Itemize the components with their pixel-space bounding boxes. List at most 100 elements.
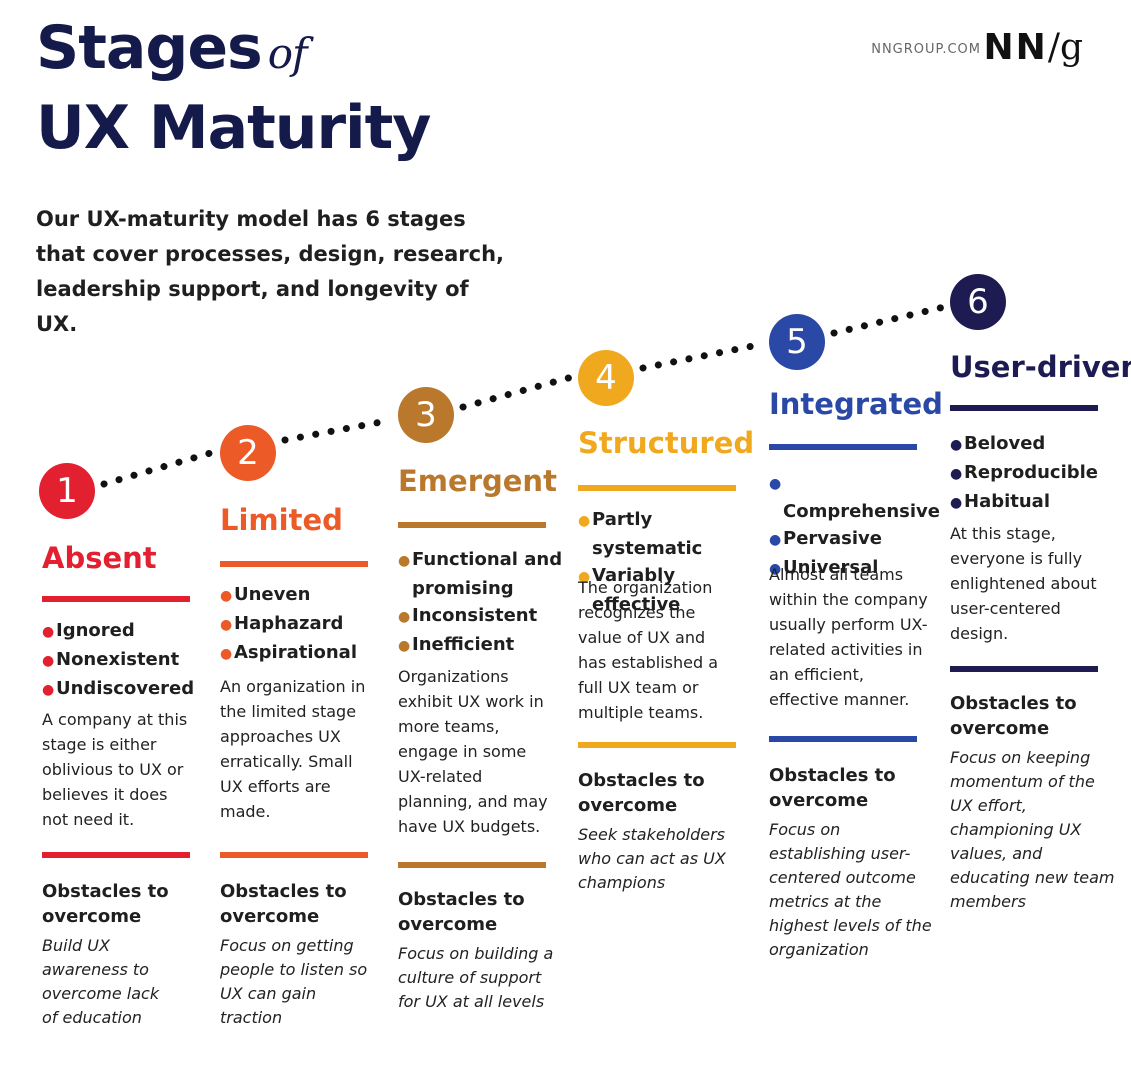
stage-attribute: ●Partly systematic xyxy=(578,506,753,562)
stage-attribute: ●Inconsistent xyxy=(398,602,568,631)
stage-attribute-label: Habitual xyxy=(964,491,1051,512)
bullet-icon: ● xyxy=(42,682,55,698)
logo-g: g xyxy=(1059,27,1083,68)
obstacles-title: Obstacles to overcome xyxy=(578,770,705,816)
stage-attribute-label: Universal xyxy=(783,557,879,578)
stage-attribute: ●Functional and promising xyxy=(398,546,568,602)
stage-number-badge: 2 xyxy=(220,425,276,481)
bullet-icon: ● xyxy=(398,609,411,625)
stage-attribute: ●Haphazard xyxy=(220,610,390,639)
stage-attributes: ●Functional and promising●Inconsistent●I… xyxy=(398,546,568,660)
stage-description: A company at this stage is either oblivi… xyxy=(42,710,188,829)
nng-logo: NN/g xyxy=(984,30,1083,66)
connector-1-2 xyxy=(100,448,218,488)
bullet-icon: ● xyxy=(578,513,591,529)
intro-text: Our UX-maturity model has 6 stages that … xyxy=(36,207,505,336)
divider xyxy=(220,852,368,858)
stage-description: Almost all teams within the company usua… xyxy=(769,565,928,709)
stage-attribute-label: Inefficient xyxy=(412,634,515,655)
stage-name: User-driven xyxy=(950,350,1131,384)
obstacles-text: Focus on building a culture of support f… xyxy=(398,944,554,1011)
bullet-icon: ● xyxy=(769,532,782,548)
title-stages: Stages xyxy=(36,13,263,83)
title-of: of xyxy=(267,29,308,78)
divider xyxy=(398,862,546,868)
stage-attribute-label: Nonexistent xyxy=(56,649,180,670)
obstacles-text: Seek stakeholders who can act as UX cham… xyxy=(578,825,726,892)
bullet-icon: ● xyxy=(220,588,233,604)
stage-attribute-label: Reproducible xyxy=(964,462,1098,483)
stage-attribute-label: Comprehensive xyxy=(783,501,940,522)
stage-number-badge: 5 xyxy=(769,314,825,370)
bullet-icon: ● xyxy=(950,495,963,511)
stage-attribute-label: Aspirational xyxy=(234,642,357,663)
stage-description: Organizations exhibit UX work in more te… xyxy=(398,667,548,836)
stage-name: Structured xyxy=(578,426,755,460)
divider xyxy=(769,736,917,742)
stage-attribute: ●Variably effective xyxy=(578,562,753,618)
stage-attribute-label: Beloved xyxy=(964,433,1046,454)
divider xyxy=(398,522,546,528)
bullet-icon: ● xyxy=(220,617,233,633)
connector-4-5 xyxy=(639,340,767,372)
divider xyxy=(42,852,190,858)
obstacles-text: Focus on getting people to listen so UX … xyxy=(220,936,368,1027)
divider xyxy=(578,485,736,491)
stage-attribute-label: Partly systematic xyxy=(592,509,703,559)
stage-attribute-label: Variably effective xyxy=(592,565,681,615)
bullet-icon: ● xyxy=(578,569,591,585)
stage-name: Absent xyxy=(42,541,157,575)
bullet-icon: ● xyxy=(220,646,233,662)
divider xyxy=(42,596,190,602)
logo-nn: NN xyxy=(983,27,1048,68)
stage-description: The organization recognizes the value of… xyxy=(578,578,719,722)
divider xyxy=(578,742,736,748)
connector-2-3 xyxy=(281,416,396,444)
stage-name: Limited xyxy=(220,503,343,537)
connector-3-4 xyxy=(459,373,576,411)
stage-attribute: ●Universal xyxy=(769,554,939,583)
stage-attribute: ●Nonexistent xyxy=(42,646,212,675)
stage-attribute: ●Beloved xyxy=(950,430,1120,459)
stage-attributes: ●Partly systematic●Variably effective xyxy=(578,506,753,618)
stage-attribute: ●Comprehensive xyxy=(769,469,940,525)
obstacles-title: Obstacles to overcome xyxy=(42,881,169,927)
stage-description: At this stage, everyone is fully enlight… xyxy=(950,524,1097,643)
stage-attribute-label: Functional and promising xyxy=(412,549,563,599)
stage-attribute: ●Uneven xyxy=(220,581,390,610)
obstacles-title: Obstacles to overcome xyxy=(220,881,347,927)
bullet-icon: ● xyxy=(42,624,55,640)
divider xyxy=(769,444,917,450)
obstacles-title: Obstacles to overcome xyxy=(398,889,525,935)
obstacles-text: Focus on keeping momentum of the UX effo… xyxy=(950,748,1115,911)
stage-attributes: ●Uneven●Haphazard●Aspirational xyxy=(220,581,390,668)
stage-name: Integrated xyxy=(769,387,943,421)
stage-attribute: ●Undiscovered xyxy=(42,675,212,704)
title-line-2: UX Maturity xyxy=(36,93,431,163)
stage-name: Emergent xyxy=(398,464,557,498)
bullet-icon: ● xyxy=(398,638,411,654)
divider xyxy=(950,405,1098,411)
stage-attribute-label: Ignored xyxy=(56,620,135,641)
stage-attribute: ●Aspirational xyxy=(220,639,390,668)
stage-attribute: ●Inefficient xyxy=(398,631,568,660)
stage-description: An organization in the limited stage app… xyxy=(220,677,366,821)
stage-attributes: ●Ignored●Nonexistent●Undiscovered xyxy=(42,617,212,704)
bullet-icon: ● xyxy=(769,476,782,492)
stage-number-badge: 6 xyxy=(950,274,1006,330)
bullet-icon: ● xyxy=(950,466,963,482)
stage-attribute: ●Habitual xyxy=(950,488,1120,517)
bullet-icon: ● xyxy=(42,653,55,669)
stage-attribute-label: Undiscovered xyxy=(56,678,195,699)
obstacles-text: Build UX awareness to overcome lack of e… xyxy=(42,936,160,1027)
bullet-icon: ● xyxy=(398,553,411,569)
bullet-icon: ● xyxy=(950,437,963,453)
divider xyxy=(950,666,1098,672)
site-url: NNGROUP.COM xyxy=(871,42,981,57)
stage-attribute-label: Haphazard xyxy=(234,613,344,634)
bullet-icon: ● xyxy=(769,561,782,577)
connector-5-6 xyxy=(830,303,948,337)
stage-attribute-label: Pervasive xyxy=(783,528,882,549)
stage-attribute: ●Reproducible xyxy=(950,459,1120,488)
